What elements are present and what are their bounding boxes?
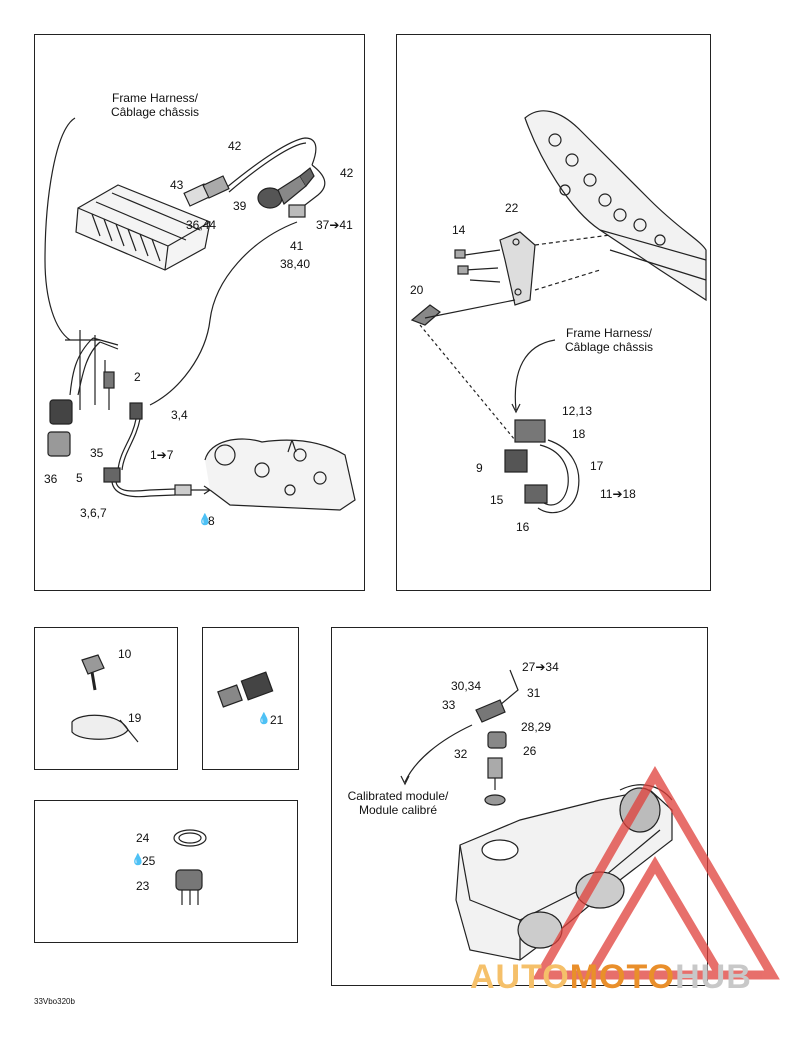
callout-17: 17 xyxy=(590,459,604,473)
callout-28-29: 28,29 xyxy=(521,720,552,734)
callout-27-34: 27➔34 xyxy=(522,660,559,674)
watermark-part-2: MOTO xyxy=(569,958,676,996)
callout-33: 33 xyxy=(442,698,456,712)
panel-fasteners xyxy=(34,627,178,770)
callout-14: 14 xyxy=(452,223,466,237)
drop-icon: 💧 xyxy=(131,854,145,866)
drop-icon: 💧 xyxy=(257,713,271,725)
callout-26: 26 xyxy=(523,744,537,758)
figure-code: 33Vbo320b xyxy=(34,997,75,1006)
callout-32: 32 xyxy=(454,747,468,761)
callout-10: 10 xyxy=(118,647,132,661)
callout-3-6-7: 3,6,7 xyxy=(80,506,107,520)
panel-sensor xyxy=(34,800,298,943)
callout-23: 23 xyxy=(136,879,150,893)
callout-41: 41 xyxy=(290,239,304,253)
callout-18: 18 xyxy=(572,427,586,441)
calibrated-module-caption: Calibrated module/ Module calibré xyxy=(347,789,449,817)
frame-harness-caption-right: Frame Harness/ Câblage châssis xyxy=(564,326,654,354)
watermark-logo: AUTOMOTOHUB xyxy=(470,958,752,997)
callout-37-41: 37➔41 xyxy=(316,218,353,232)
callout-5: 5 xyxy=(76,471,83,485)
callout-21: 21 xyxy=(270,713,284,727)
panel-connector xyxy=(202,627,299,770)
callout-42a: 42 xyxy=(228,139,242,153)
callout-15: 15 xyxy=(490,493,504,507)
watermark-part-1: AUTO xyxy=(470,958,570,996)
callout-31: 31 xyxy=(527,686,541,700)
drop-icon: 💧 xyxy=(198,514,212,526)
callout-12-13: 12,13 xyxy=(562,404,593,418)
callout-43: 43 xyxy=(170,178,184,192)
callout-24: 24 xyxy=(136,831,150,845)
callout-1-7: 1➔7 xyxy=(150,448,174,462)
callout-9: 9 xyxy=(476,461,483,475)
callout-11-18: 11➔18 xyxy=(600,487,636,501)
frame-harness-caption: Frame Harness/ Câblage châssis xyxy=(110,91,200,119)
callout-36-44: 36,44 xyxy=(186,218,217,232)
callout-2: 2 xyxy=(134,370,141,384)
callout-19: 19 xyxy=(128,711,142,725)
panel-knock-sensor-harness xyxy=(396,34,711,591)
callout-20: 20 xyxy=(410,283,424,297)
callout-35: 35 xyxy=(90,446,104,460)
callout-3-4: 3,4 xyxy=(171,408,188,422)
callout-16: 16 xyxy=(516,520,530,534)
watermark-part-3: HUB xyxy=(675,958,752,996)
callout-25: 25 xyxy=(142,854,156,868)
callout-36: 36 xyxy=(44,472,58,486)
callout-38-40: 38,40 xyxy=(280,257,311,271)
callout-30-34: 30,34 xyxy=(451,679,482,693)
callout-42b: 42 xyxy=(340,166,354,180)
callout-39: 39 xyxy=(233,199,247,213)
callout-22: 22 xyxy=(505,201,519,215)
callout-8: 8 xyxy=(208,514,215,528)
